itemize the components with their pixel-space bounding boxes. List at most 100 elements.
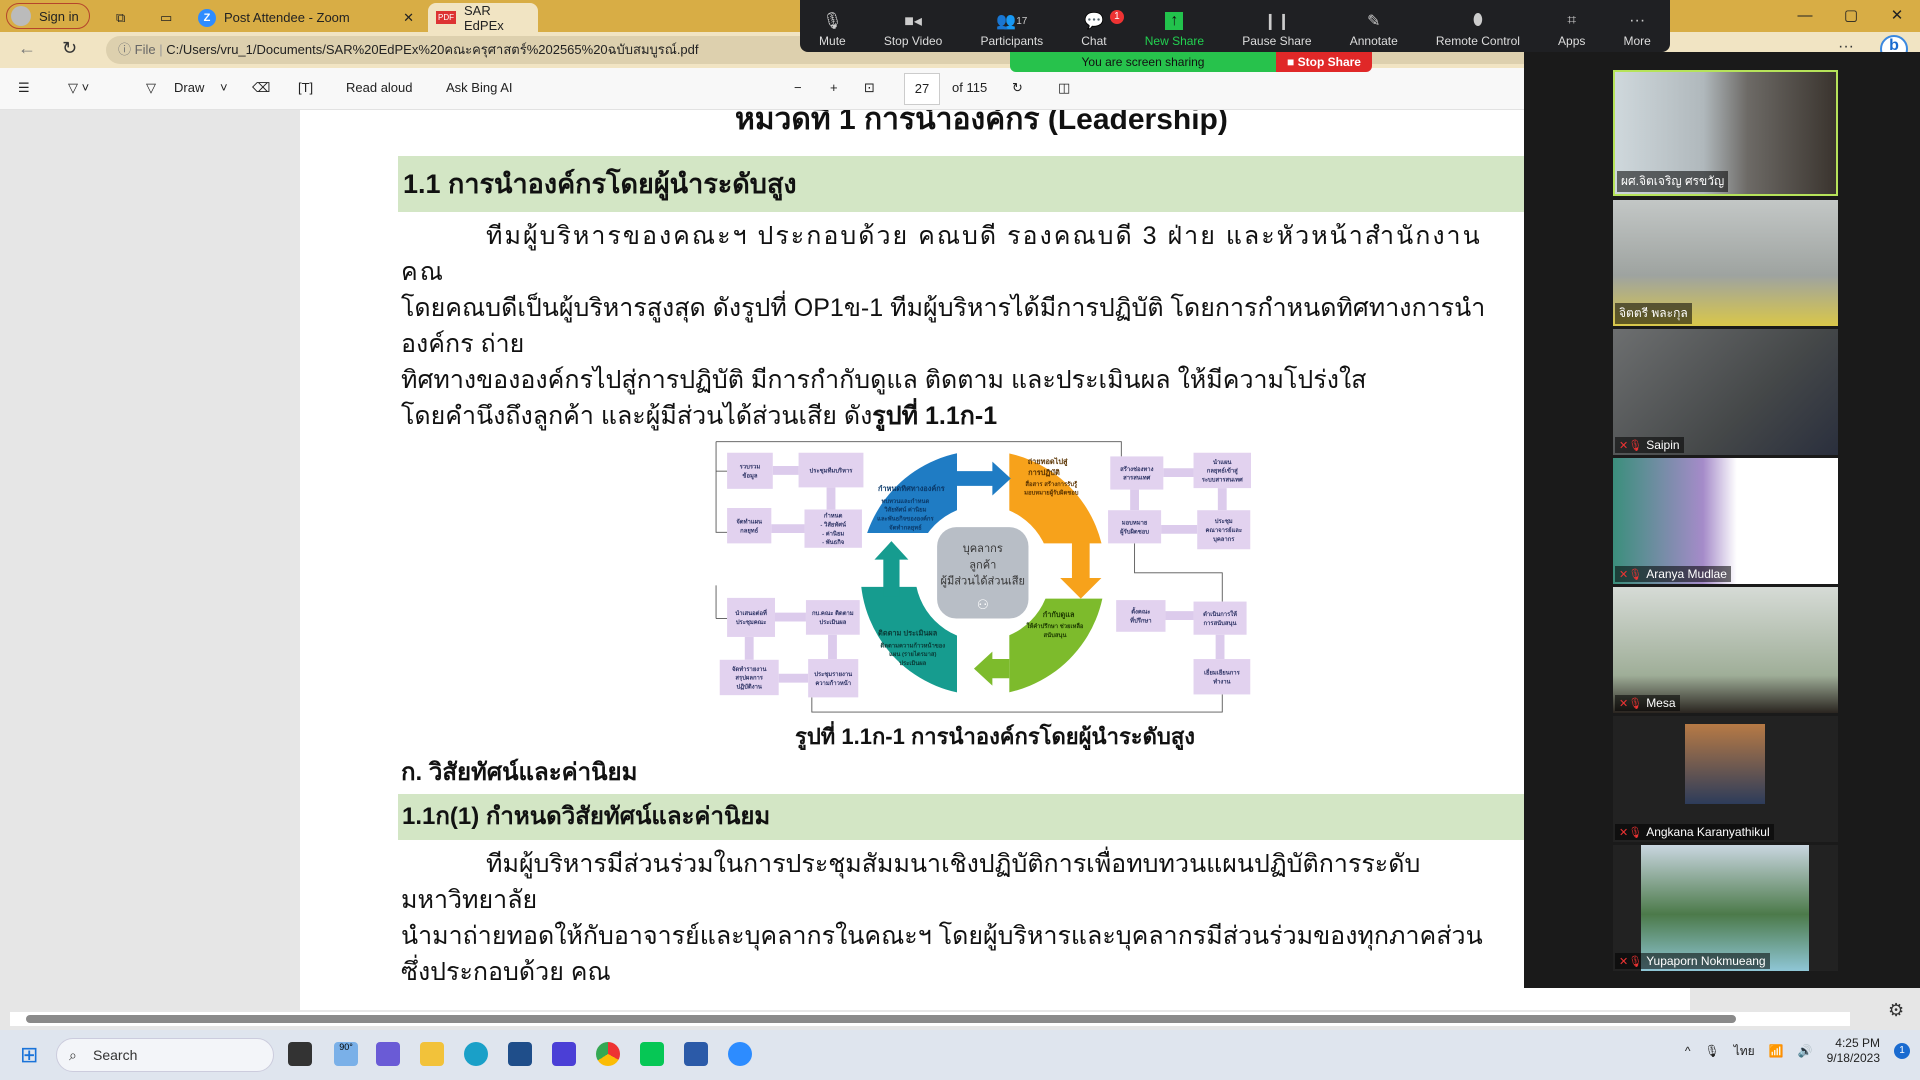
process-box-label: สร้างช่องทาง [1120, 465, 1153, 473]
ask-bing-button[interactable]: Ask Bing AI [446, 80, 513, 95]
stop-share-button[interactable]: ■ Stop Share [1276, 52, 1372, 72]
task-view-icon[interactable] [288, 1042, 312, 1066]
text-icon[interactable]: [T] [298, 80, 314, 95]
process-box-label: ตั้งคณะ [1131, 606, 1150, 616]
process-box-label: กบ.คณะ ติดตาม [812, 609, 854, 617]
mute-button[interactable]: 🎙Mute [819, 12, 846, 48]
annotate-button[interactable]: ✎Annotate [1350, 12, 1398, 48]
line-icon[interactable] [640, 1042, 664, 1066]
refresh-icon[interactable]: ↻ [62, 38, 78, 58]
process-box-label: - ค่านิยม [822, 529, 844, 537]
video-icon: ■◂ [904, 13, 922, 30]
close-window-button[interactable]: ✕ [1890, 7, 1904, 24]
workspaces-icon[interactable]: ⧉ [116, 9, 126, 25]
quadrant-blue [867, 453, 957, 534]
language-indicator[interactable]: ไทย [1733, 1043, 1755, 1058]
more-button[interactable]: ···More [1624, 12, 1651, 48]
remote-control-button[interactable]: ⬮Remote Control [1436, 12, 1520, 48]
participant-name: Aranya Mudlae [1646, 567, 1727, 581]
weather-icon[interactable]: 90° [334, 1042, 358, 1066]
teams-icon[interactable] [376, 1042, 400, 1066]
process-box-label: คณาจารย์และ [1205, 526, 1242, 534]
wifi-icon[interactable]: 📶 [1768, 1044, 1784, 1058]
video-tile[interactable]: ✕🎙Saipin [1613, 329, 1838, 455]
draw-button[interactable]: Draw [174, 80, 205, 95]
document-body: 1.1 การนำองค์กรโดยผู้นำระดับสูง ทีมผู้บร… [300, 156, 1524, 990]
taskbar-search[interactable]: ⌕Search [56, 1038, 274, 1072]
chevron-up-icon[interactable]: ^ [1684, 1044, 1691, 1058]
back-icon[interactable]: ← [18, 38, 36, 58]
volume-icon[interactable]: 🔊 [1797, 1044, 1813, 1058]
fit-page-icon[interactable]: ⊡ [864, 80, 875, 95]
new-share-button[interactable]: ↑New Share [1145, 12, 1204, 48]
zoom-app-icon[interactable] [728, 1042, 752, 1066]
word-icon[interactable] [684, 1042, 708, 1066]
figure-caption: รูปที่ 1.1ก-1 การนำองค์กรโดยผู้นำระดับสู… [795, 724, 1195, 749]
video-tile[interactable]: ✕🎙Mesa [1613, 587, 1838, 713]
zoom-in-icon[interactable]: + [830, 80, 838, 95]
contents-icon[interactable]: ☰ [18, 80, 30, 95]
participants-icon: 👥17 [996, 13, 1028, 30]
windows-start-icon[interactable]: ⊞ [20, 1042, 39, 1067]
video-tile[interactable]: ✕🎙Aranya Mudlae [1613, 458, 1838, 584]
scrollbar-thumb[interactable] [26, 1015, 1736, 1023]
label: Pause Share [1242, 34, 1312, 48]
process-box-label: - พันธกิจ [822, 538, 845, 546]
app-icon[interactable] [552, 1042, 576, 1066]
process-box [1197, 510, 1251, 550]
sign-in-button[interactable]: Sign in [6, 3, 90, 29]
edge-icon[interactable] [464, 1042, 488, 1066]
quadrant-green [1009, 598, 1103, 693]
store-icon[interactable] [508, 1042, 532, 1066]
label: Chat [1081, 34, 1107, 48]
stop-icon: ■ [1287, 55, 1298, 69]
zoom-out-icon[interactable]: − [794, 80, 802, 95]
diagram-label: ติดตามความก้าวหน้าของ [880, 641, 945, 649]
participant-photo [1641, 845, 1809, 971]
label: Mute [819, 34, 846, 48]
microphone-icon[interactable]: 🎙 [1704, 1044, 1720, 1058]
tab-label: Post Attendee - Zoom [224, 10, 350, 25]
chapter-title: หมวดที่ 1 การนำองค์กร (Leadership) [735, 110, 1228, 136]
more-icon[interactable]: ··· [1838, 38, 1854, 55]
file-explorer-icon[interactable] [420, 1042, 444, 1066]
stop-video-button[interactable]: ■◂Stop Video [884, 12, 943, 48]
horizontal-scrollbar[interactable] [10, 1012, 1850, 1026]
apps-button[interactable]: ⌗Apps [1558, 12, 1585, 48]
chevron-down-icon[interactable]: ˅ [220, 80, 228, 95]
video-tile[interactable]: จิตตรี พละกุล [1613, 200, 1838, 326]
highlight-icon[interactable]: ▽ ˅ [68, 80, 90, 95]
label: New Share [1144, 34, 1205, 48]
process-box-label: ประชุมคณะ [736, 618, 766, 626]
chat-badge: 1 [1109, 10, 1124, 24]
video-tile[interactable]: ผศ.จิตเจริญ ศรขวัญ [1613, 70, 1838, 196]
read-aloud-button[interactable]: Read aloud [346, 80, 413, 95]
settings-gear-icon[interactable]: ⚙ [1888, 1000, 1905, 1020]
notification-badge[interactable]: 1 [1894, 1043, 1910, 1059]
video-tile[interactable]: ✕🎙Yupaporn Nokmueang [1613, 845, 1838, 971]
search-icon: ⌕ [69, 1047, 77, 1063]
close-tab-icon[interactable]: ✕ [403, 9, 414, 25]
chrome-icon[interactable] [596, 1042, 620, 1066]
subheading: ก. วิสัยทัศน์และค่านิยม [401, 759, 638, 786]
maximize-button[interactable]: ▢ [1843, 7, 1859, 24]
diagram-label: กำกับดูแล [1043, 610, 1075, 620]
draw-icon[interactable]: ▽ [146, 80, 156, 95]
page-view-icon[interactable]: ◫ [1058, 80, 1071, 95]
process-box-label: จัดทำแผน [736, 517, 762, 525]
process-box [727, 508, 772, 544]
process-box [1193, 452, 1251, 489]
eraser-icon[interactable]: ⌫ [252, 80, 271, 95]
tab-actions-icon[interactable]: ▭ [160, 9, 173, 25]
process-box-label: ประชุมรายงาน [814, 670, 852, 678]
rotate-icon[interactable]: ↻ [1012, 80, 1023, 95]
page-number-input[interactable]: 27 [904, 73, 940, 105]
pause-share-button[interactable]: ❙❙Pause Share [1242, 12, 1311, 48]
minimize-button[interactable]: — [1797, 7, 1813, 24]
video-tile[interactable]: ✕🎙Angkana Karanyathikul [1613, 716, 1838, 842]
